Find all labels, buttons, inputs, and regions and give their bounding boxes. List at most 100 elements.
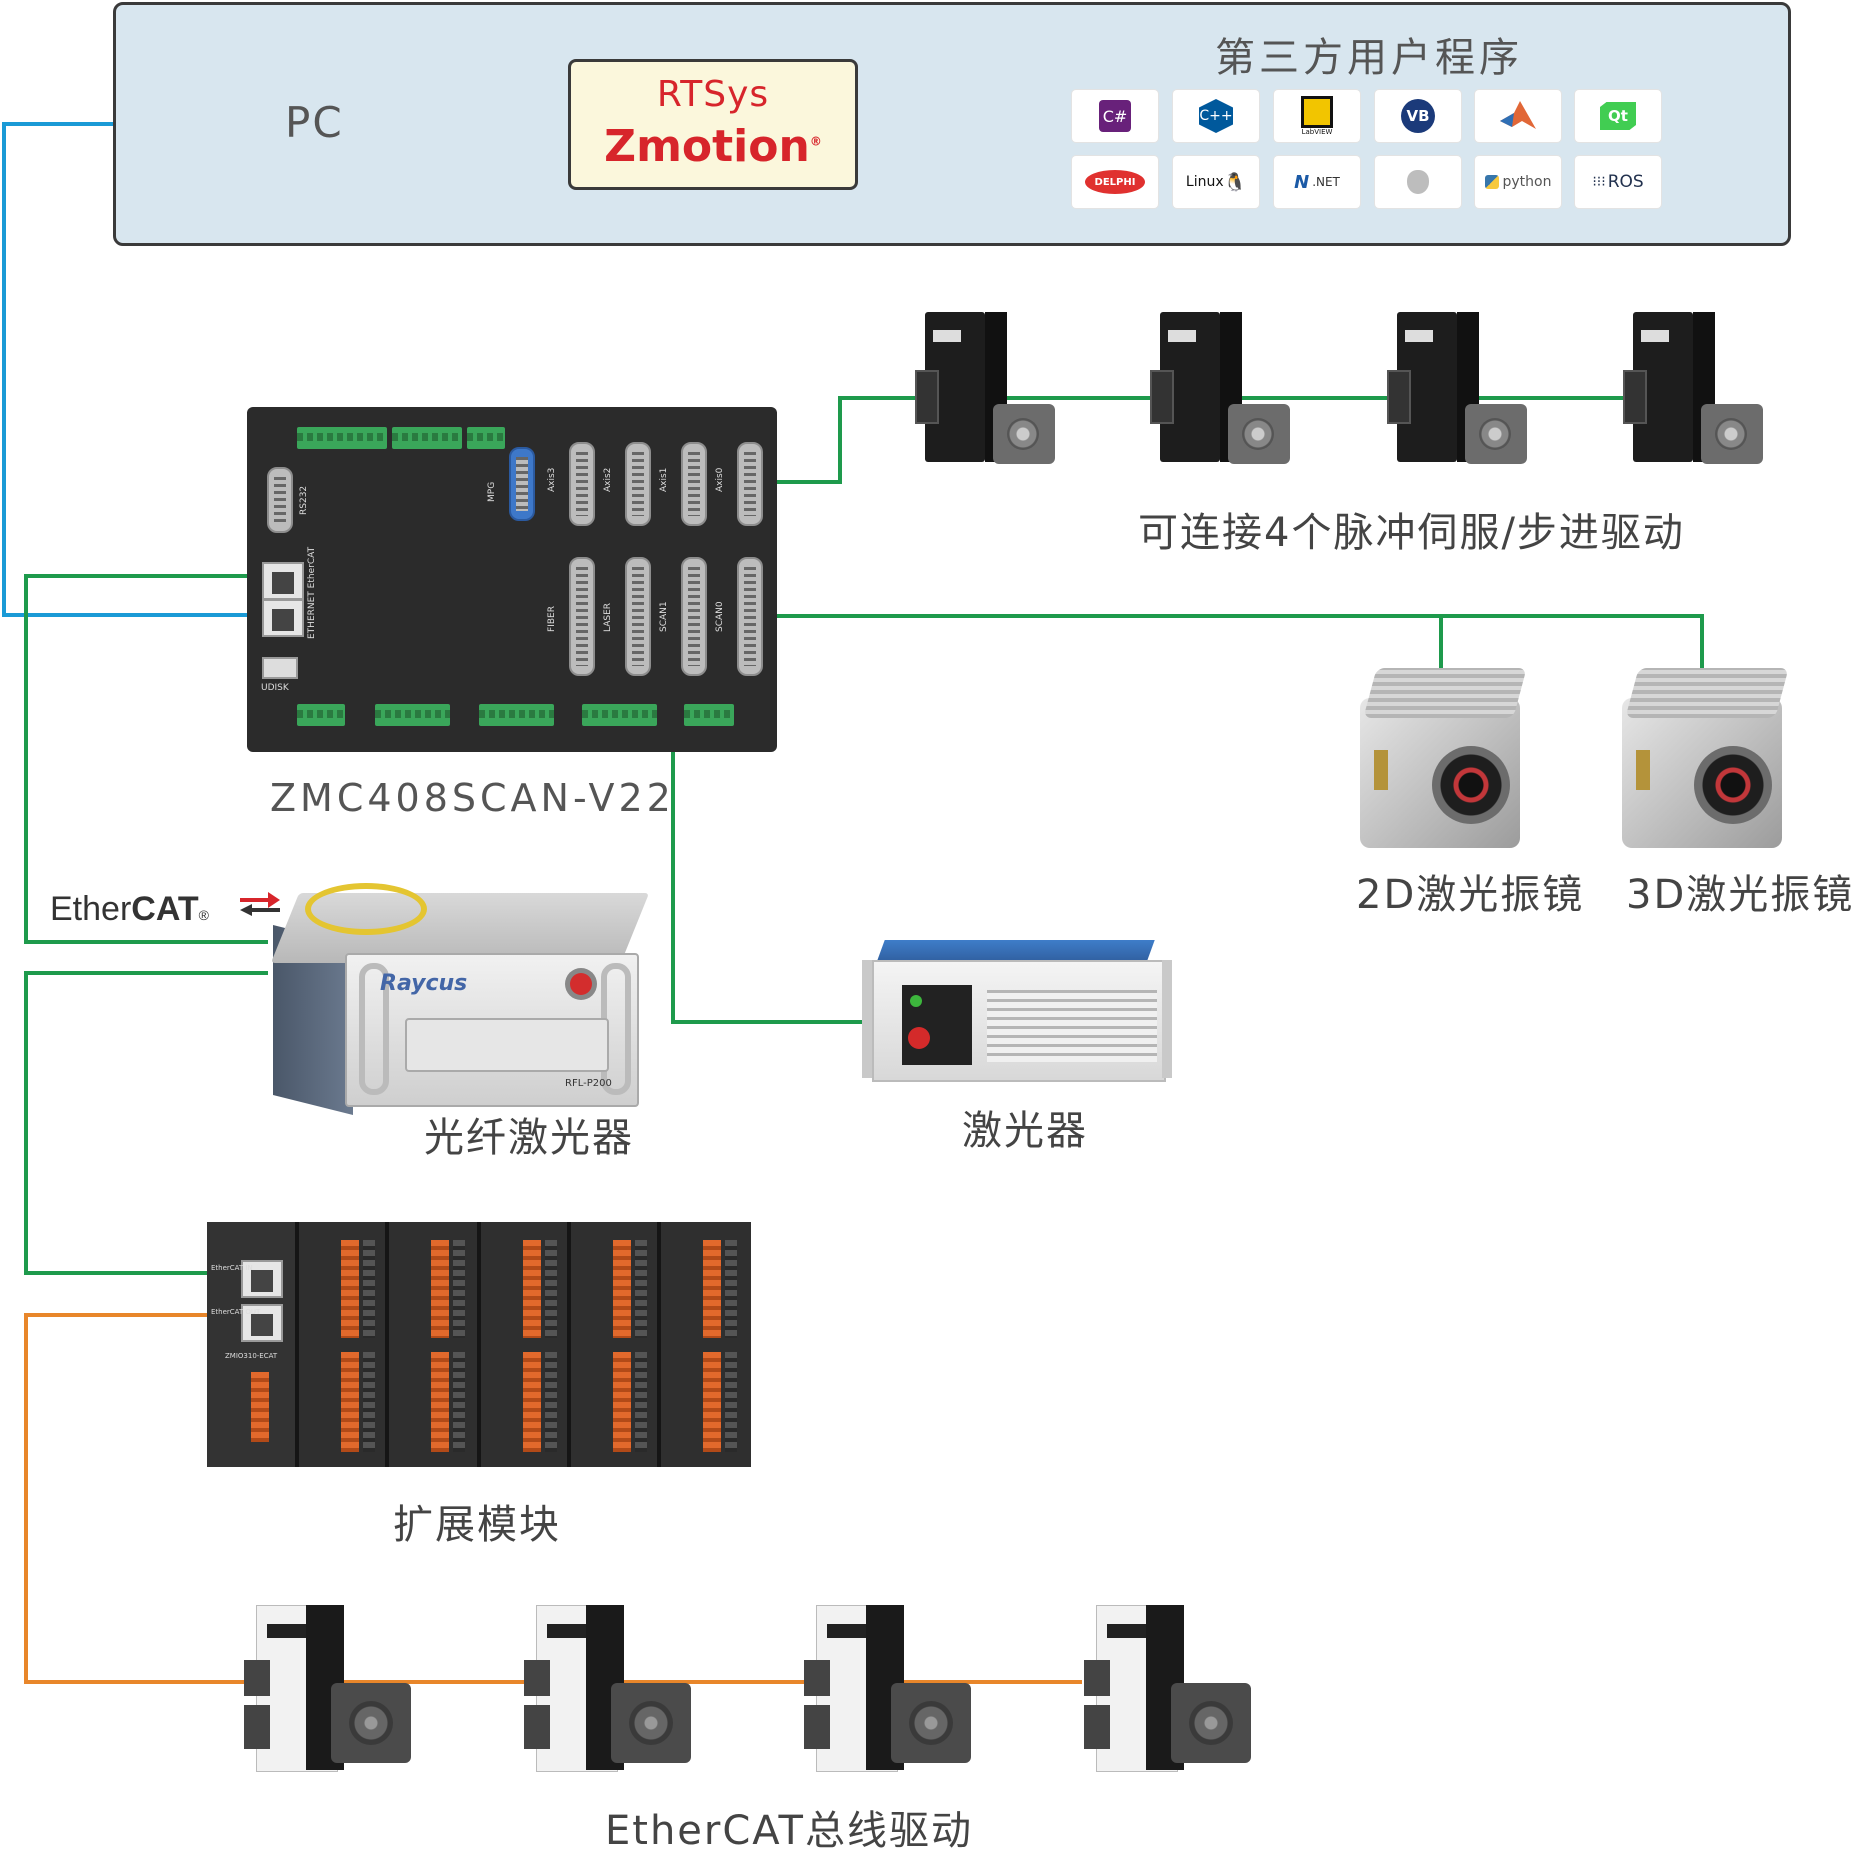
ethercat-logo-reg: ® bbox=[198, 907, 209, 923]
axis2-connector bbox=[625, 442, 651, 526]
scan0-connector bbox=[737, 557, 763, 676]
terminal-block bbox=[297, 704, 345, 726]
expansion-module: EtherCAT IN EtherCAT OUT ZMIO310-ECAT bbox=[207, 1222, 751, 1467]
ethercat-servo-drive bbox=[516, 1605, 691, 1775]
laser-unit bbox=[862, 940, 1172, 1082]
labview-icon: LabVIEW bbox=[1274, 90, 1360, 142]
laser-control-panel bbox=[902, 985, 972, 1065]
linux-icon: Linux🐧 bbox=[1173, 156, 1259, 208]
expansion-head-label: ZMIO310-ECAT bbox=[225, 1352, 278, 1360]
mpg-label: MPG bbox=[487, 481, 497, 502]
fiber-connector bbox=[569, 557, 595, 676]
axis2-label: Axis2 bbox=[603, 467, 613, 492]
fiber-label: FIBER bbox=[547, 606, 557, 632]
scan-wire bbox=[710, 614, 1704, 688]
ethernet-port bbox=[262, 599, 304, 637]
terminal-block bbox=[297, 427, 387, 449]
pulse-servo-drive bbox=[1150, 312, 1290, 472]
galvo-2d-caption: 2D激光振镜 bbox=[1356, 872, 1585, 918]
ethercat-servo-drive bbox=[1076, 1605, 1251, 1775]
labview-icon-label: LabVIEW bbox=[1301, 128, 1333, 136]
delphi-icon-label: DELPHI bbox=[1085, 170, 1145, 194]
ros-icon-label: ROS bbox=[1607, 172, 1644, 192]
ethercat-logo: EtherCAT® bbox=[50, 890, 280, 929]
pulse-servo-drive bbox=[1623, 312, 1763, 472]
zmotion-label: Zmotion bbox=[604, 121, 810, 172]
fiber-laser-brand: Raycus bbox=[380, 971, 468, 996]
axis0-connector bbox=[737, 442, 763, 526]
matlab-icon bbox=[1475, 90, 1561, 142]
controller-board: RS232 MPG Axis3 Axis2 Axis1 Axis0 FIBER … bbox=[247, 407, 777, 752]
scan1-connector bbox=[681, 557, 707, 676]
ethernet-wire bbox=[2, 122, 262, 617]
dotnet-icon: N.NET bbox=[1274, 156, 1360, 208]
laser-caption: 激光器 bbox=[962, 1108, 1088, 1154]
terminal-block bbox=[467, 427, 505, 449]
ethercat-wire-fiber-laser bbox=[24, 574, 268, 944]
ethercat-bus-caption: EtherCAT总线驱动 bbox=[605, 1808, 973, 1854]
fiber-laser-model: RFL-P200 bbox=[565, 1078, 612, 1089]
controller-name: ZMC408SCAN-V22 bbox=[270, 776, 675, 820]
pulse-servo-drive bbox=[915, 312, 1055, 472]
ethercat-servo-drive bbox=[236, 1605, 411, 1775]
mpg-connector bbox=[509, 447, 535, 521]
laser-label: LASER bbox=[603, 602, 613, 632]
galvo-3d-caption: 3D激光振镜 bbox=[1626, 872, 1854, 918]
terminal-block bbox=[392, 427, 462, 449]
emergency-stop-icon bbox=[570, 973, 592, 995]
qt-icon: Qt bbox=[1575, 90, 1661, 142]
ethercat-wire-expansion bbox=[24, 971, 268, 1275]
fiber-laser-caption: 光纤激光器 bbox=[424, 1115, 634, 1161]
apple-icon bbox=[1375, 156, 1461, 208]
axis0-label: Axis0 bbox=[715, 467, 725, 492]
axis3-connector bbox=[569, 442, 595, 526]
rs232-label: RS232 bbox=[299, 485, 309, 515]
pc-label: PC bbox=[285, 98, 344, 147]
udisk-port bbox=[262, 657, 298, 679]
delphi-icon: DELPHI bbox=[1072, 156, 1158, 208]
vb-icon-label: VB bbox=[1401, 99, 1435, 133]
expansion-caption: 扩展模块 bbox=[393, 1502, 561, 1548]
axis1-connector bbox=[681, 442, 707, 526]
fiber-laser-unit: Raycus RFL-P200 bbox=[265, 883, 650, 1115]
third-party-title: 第三方用户程序 bbox=[1215, 35, 1523, 81]
scan1-label: SCAN1 bbox=[659, 601, 669, 632]
rtsys-label: RTSys bbox=[656, 74, 770, 115]
laser-connector bbox=[625, 557, 651, 676]
terminal-block bbox=[684, 704, 734, 726]
cplusplus-icon: C++ bbox=[1173, 90, 1259, 142]
qt-icon-label: Qt bbox=[1600, 102, 1636, 130]
ethercat-arrows-icon bbox=[240, 892, 280, 916]
zmotion-logo: Zmotion® bbox=[604, 121, 822, 172]
scan0-label: SCAN0 bbox=[715, 601, 725, 632]
rs232-connector bbox=[267, 467, 293, 533]
galvo-3d bbox=[1622, 668, 1792, 848]
dotnet-icon-label: .NET bbox=[1312, 175, 1340, 189]
linux-icon-label: Linux bbox=[1185, 174, 1224, 190]
ethercat-servo-drive bbox=[796, 1605, 971, 1775]
ethercat-in-port bbox=[241, 1260, 283, 1298]
vb-icon: VB bbox=[1375, 90, 1461, 142]
galvo-2d bbox=[1360, 668, 1530, 848]
ethercat-out-label: EtherCAT OUT bbox=[211, 1308, 261, 1316]
terminal-block bbox=[582, 704, 657, 726]
rtsys-box: RTSys Zmotion® bbox=[568, 59, 858, 190]
csharp-icon-label: C# bbox=[1099, 100, 1131, 132]
terminal-block bbox=[479, 704, 554, 726]
ethernet-label: ETHERNET EtherCAT bbox=[307, 546, 317, 639]
pulse-servo-caption: 可连接4个脉冲伺服/步进驱动 bbox=[1138, 510, 1685, 556]
python-icon: python bbox=[1475, 156, 1561, 208]
pulse-servo-drive bbox=[1387, 312, 1527, 472]
ethercat-logo-ether: Ether bbox=[50, 890, 132, 928]
cplusplus-icon-label: C++ bbox=[1199, 99, 1233, 133]
python-icon-label: python bbox=[1502, 174, 1552, 190]
axis3-label: Axis3 bbox=[547, 467, 557, 492]
ethercat-in-label: EtherCAT IN bbox=[211, 1264, 253, 1272]
ethercat-port bbox=[262, 562, 304, 600]
udisk-label: UDISK bbox=[261, 683, 289, 693]
csharp-icon: C# bbox=[1072, 90, 1158, 142]
ros-icon: ⁝⁝⁝ROS bbox=[1575, 156, 1661, 208]
ethercat-out-port bbox=[241, 1304, 283, 1342]
ethercat-logo-cat: CAT bbox=[131, 890, 199, 928]
axis1-label: Axis1 bbox=[659, 467, 669, 492]
